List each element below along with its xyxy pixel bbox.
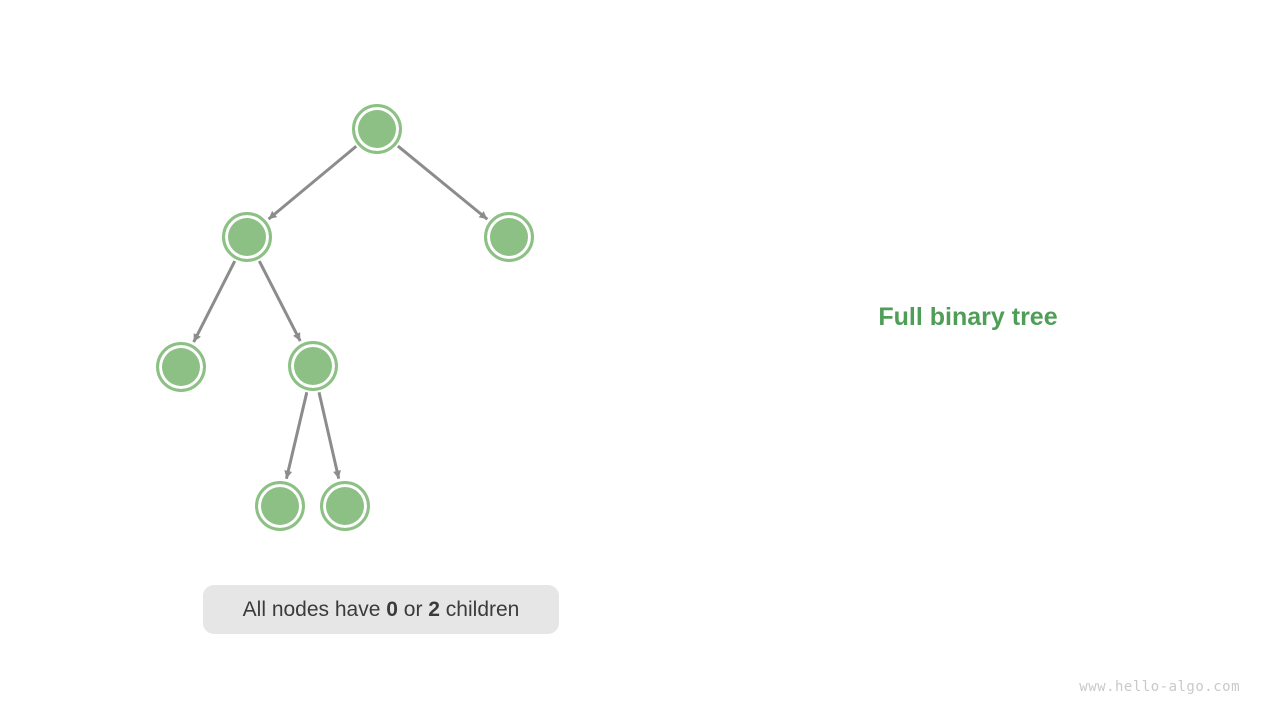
caption-bold-zero: 0 — [386, 597, 398, 621]
tree-node-l-r-l — [255, 481, 305, 531]
caption-text-part: children — [439, 597, 520, 621]
tree-node-l-l — [156, 342, 206, 392]
tree-edge — [284, 391, 309, 480]
tree-node-r — [484, 212, 534, 262]
tree-edge — [267, 145, 358, 221]
caption-text-part: All nodes have — [242, 597, 387, 621]
tree-edge — [317, 391, 341, 480]
edge-group — [192, 144, 489, 480]
tree-edge — [396, 144, 489, 221]
figure-title: Full binary tree — [878, 303, 1058, 331]
tree-node-l — [222, 212, 272, 262]
tree-node-l-r — [288, 341, 338, 391]
tree-node-root — [352, 104, 402, 154]
caption-bold-two: 2 — [428, 597, 440, 621]
caption-pill: All nodes have 0 or 2 children — [203, 585, 559, 634]
tree-node-l-r-r — [320, 481, 370, 531]
caption-text-part: or — [397, 597, 429, 621]
tree-edge — [192, 260, 237, 343]
watermark: www.hello-algo.com — [1079, 679, 1240, 695]
tree-edge — [257, 260, 302, 342]
